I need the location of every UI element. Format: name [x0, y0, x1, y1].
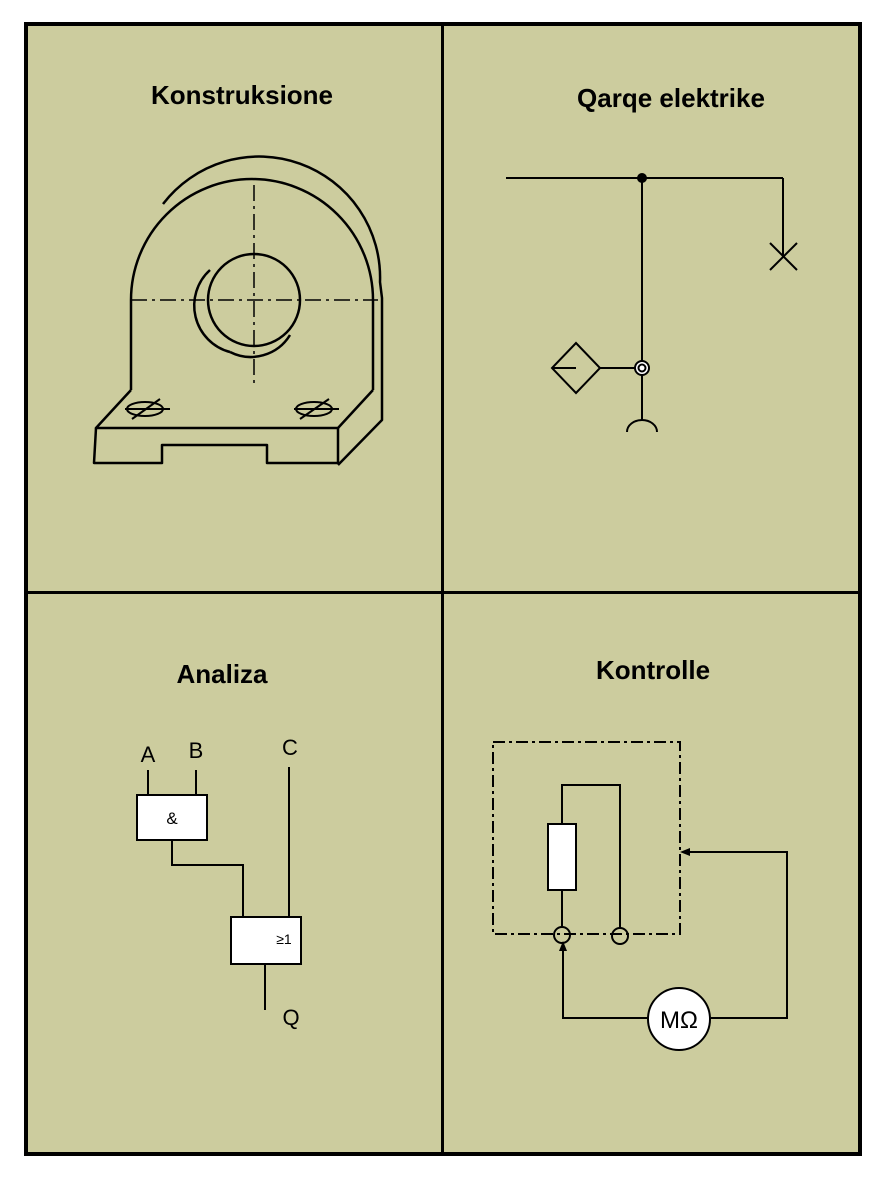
probe-arrow-bottom — [559, 941, 567, 951]
megohmmeter-label: MΩ — [660, 1007, 698, 1034]
circuit-terminal — [634, 360, 650, 376]
title-control: Kontrolle — [595, 655, 711, 685]
circuit-junction-dot — [637, 173, 647, 183]
title-construction: Konstruksione — [150, 80, 334, 110]
terminal-right — [611, 927, 629, 945]
input-label-c: C — [282, 735, 298, 760]
device-enclosure-dashed — [492, 741, 681, 935]
horizontal-divider — [28, 591, 858, 594]
and-gate-label: & — [166, 809, 178, 828]
output-label-q: Q — [282, 1005, 299, 1030]
and-gate — [136, 794, 208, 841]
logic-diagram — [147, 767, 290, 1010]
circuit-drawing — [506, 177, 798, 433]
probe-arrow-right — [680, 848, 690, 856]
resistor — [547, 823, 577, 891]
or-gate — [230, 916, 302, 965]
terminal-left — [553, 926, 571, 944]
or-gate-label: ≥1 — [276, 931, 292, 947]
input-label-b: B — [189, 738, 204, 763]
bracket-centerlines — [131, 185, 378, 385]
bracket-screw-holes — [125, 398, 339, 420]
bracket-drawing — [92, 155, 384, 466]
diagram-board — [24, 22, 862, 1156]
title-analysis: Analiza — [176, 659, 268, 689]
title-circuit: Qarqe elektrike — [577, 83, 765, 113]
test-circuit-wires — [561, 784, 788, 1019]
vertical-divider — [441, 26, 444, 1152]
megohmmeter — [647, 987, 711, 1051]
input-label-a: A — [141, 742, 156, 767]
